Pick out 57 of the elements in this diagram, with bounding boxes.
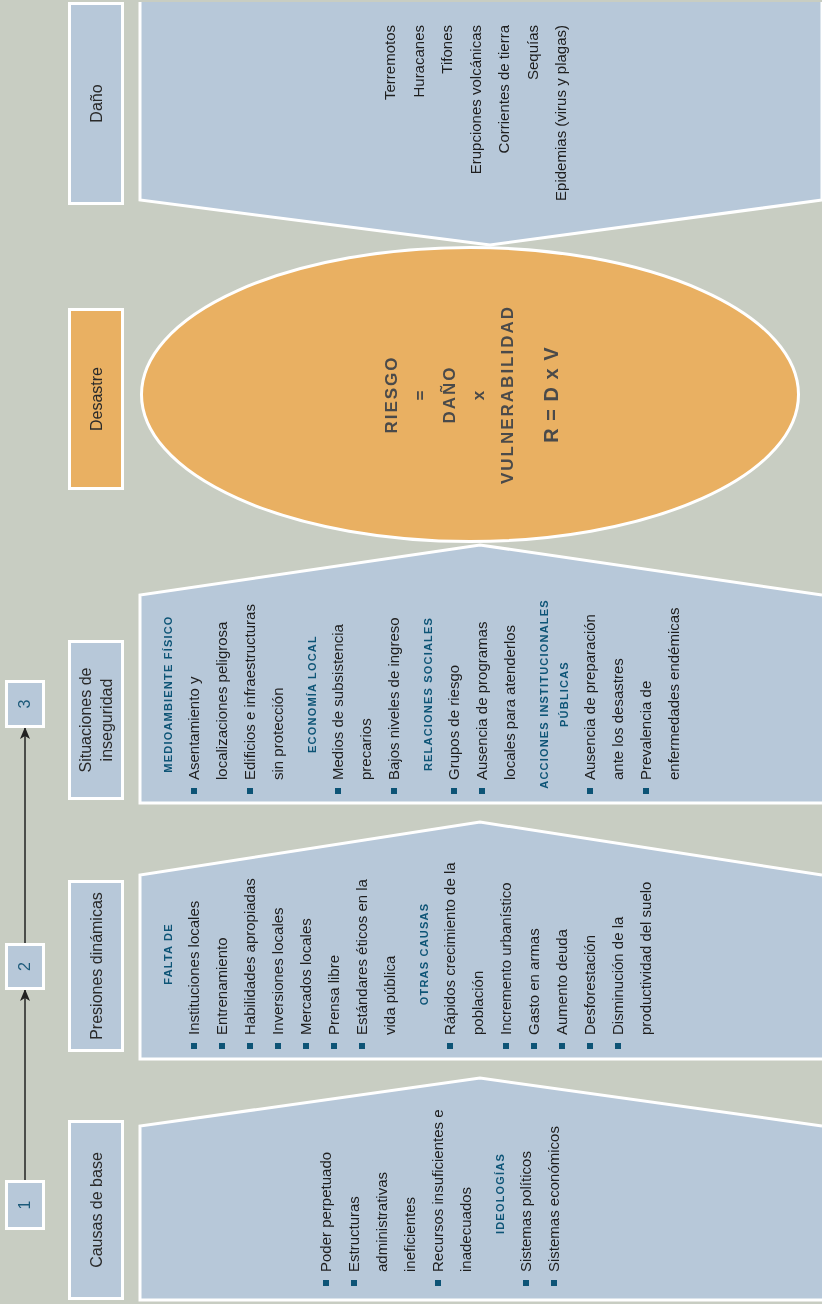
arrow — [20, 727, 30, 944]
bullet-item: Mercados locales — [292, 859, 320, 1049]
hazard-text: Tifones — [437, 25, 456, 74]
disaster-ellipse — [140, 246, 800, 543]
hazard-text: Corrientes de tierra — [494, 25, 513, 154]
bullet-item: Estándares éticos en la vida pública — [348, 859, 404, 1049]
bullet-item: Gasto en armas — [520, 859, 548, 1049]
bullet-item: Prevalencia de enfermedades endémicas — [632, 594, 688, 794]
bullet-item: Sistemas políticos — [512, 1101, 540, 1286]
bullet-item: Habilidades apropiadas — [236, 859, 264, 1049]
bullet-item: Prensa libre — [320, 859, 348, 1049]
bullet-item: Desforestación — [576, 859, 604, 1049]
section-heading: MEDIOAMBIENTE FÍSICO — [161, 615, 175, 773]
bullet-item: Rápidos crecimiento de la población — [436, 859, 492, 1049]
column-header: Situaciones de inseguridad — [68, 640, 124, 800]
bullet-item: Aumento deuda — [548, 859, 576, 1049]
bullet-item: Inversiones locales — [264, 859, 292, 1049]
column-header: Presiones dinámicas — [68, 880, 124, 1052]
formula-text: R = D x V — [540, 346, 563, 443]
column-header: Daño — [68, 2, 124, 205]
section-heading: RELACIONES SOCIALES — [421, 616, 435, 772]
formula-text: RIESGO = DAÑO x VULNERABILIDAD — [381, 304, 518, 485]
bullet-item: Ausencia de programas locales para atenderlos — [468, 594, 524, 794]
bullet-item: Incremento urbanístico — [492, 859, 520, 1049]
hazard-text: Huracanes — [408, 25, 428, 98]
arrow-shape-panel — [140, 822, 822, 1059]
bullet-item: Disminución de la productividad del suelo — [604, 859, 660, 1049]
bullet-item: Ausencia de preparación ante los desastres — [576, 594, 632, 794]
bullet-item: Edificios e infraestructuras sin protección — [236, 594, 292, 794]
hazard-text: Erupciones volcánicas — [465, 25, 485, 175]
arrow-shape-panel — [140, 2, 822, 245]
arrow — [20, 989, 30, 1181]
bullet-item: Poder perpetuado — [312, 1101, 340, 1286]
bullet-item: Medios de subsistencia precarios — [324, 594, 380, 794]
arrow-shape-panel — [140, 1078, 822, 1300]
section-heading: OTRAS CAUSAS — [417, 902, 431, 1006]
bullet-item: Sistemas económicos — [540, 1101, 568, 1286]
section-heading: IDEOLOGÍAS — [493, 1152, 507, 1235]
bullet-item: Entrenamiento — [208, 859, 236, 1049]
bullet-item: Bajos niveles de ingreso — [380, 594, 408, 794]
arrow-shape-panel — [140, 545, 822, 803]
bullet-item: Asentamiento y localizaciones peligrosa — [180, 594, 236, 794]
step-number-box: 1 — [5, 1180, 45, 1230]
bullet-item: Recursos insuficientes e inadecuados — [424, 1101, 480, 1286]
hazard-text: Epidemias (virus y plagas) — [551, 25, 570, 201]
bullet-item: Grupos de riesgo — [440, 594, 468, 794]
bullet-item: Estructuras administrativas ineficientes — [340, 1101, 424, 1286]
step-number-box: 2 — [5, 943, 45, 990]
column-header: Causas de base — [68, 1120, 124, 1300]
hazard-text: Terremotos — [380, 25, 399, 101]
section-heading: FALTA DE — [161, 923, 175, 985]
bullet-item: Instituciones locales — [180, 859, 208, 1049]
section-heading: ECONOMÍA LOCAL — [305, 635, 319, 753]
section-heading: ACCIONES INSTITUCIONALES PÚBLICAS — [537, 598, 571, 791]
hazard-text: Sequías — [522, 25, 542, 81]
column-header: Desastre — [68, 308, 124, 490]
step-number-box: 3 — [5, 680, 45, 728]
